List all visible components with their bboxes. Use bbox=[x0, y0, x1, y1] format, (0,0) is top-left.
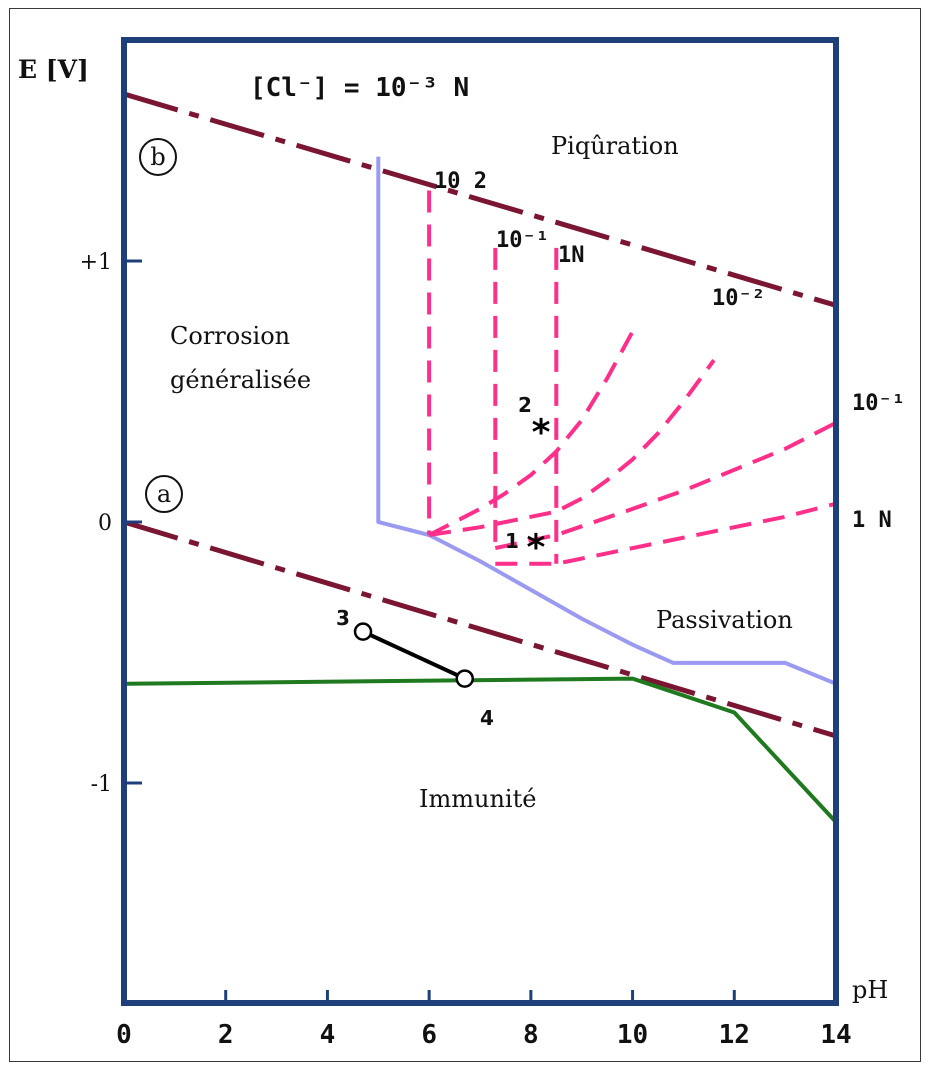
y-tick-label: +1 bbox=[80, 250, 112, 275]
x-axis-label: pH bbox=[852, 976, 888, 1004]
experiment-point-4 bbox=[455, 669, 474, 688]
x-tick-label: 6 bbox=[421, 1020, 437, 1050]
region-label-passivation: Passivation bbox=[656, 606, 793, 634]
conc-label-1n-right: 1 N bbox=[852, 508, 892, 533]
series-immunity bbox=[124, 676, 836, 824]
series-cl-1e-2-curve bbox=[428, 330, 635, 537]
line-a-marker-label: a bbox=[157, 480, 171, 508]
point-label-4: 4 bbox=[480, 706, 494, 730]
y-axis-label: E [V] bbox=[18, 55, 89, 84]
y-tick-label: -1 bbox=[91, 772, 112, 797]
line-b-marker-circle bbox=[139, 138, 177, 176]
conc-label-10-1-right: 10⁻¹ bbox=[852, 391, 905, 416]
series-line-a bbox=[124, 519, 836, 739]
series-cl-1N-curve bbox=[495, 501, 836, 566]
x-tick-label: 2 bbox=[218, 1020, 234, 1050]
series-cl-1e-1-curve-a bbox=[428, 359, 716, 537]
x-tick-label: 4 bbox=[320, 1020, 336, 1050]
x-tick-label: 10 bbox=[617, 1020, 648, 1050]
conc-label-10-1: 10⁻¹ bbox=[496, 228, 549, 253]
star-marker-p1: * bbox=[527, 527, 546, 568]
line-b-marker-label: b bbox=[150, 143, 165, 171]
point-label-3: 3 bbox=[336, 606, 350, 630]
conc-label-10-2: 10 2 bbox=[434, 169, 487, 194]
series-line-b bbox=[124, 91, 836, 308]
region-label-corrosion-2: généralisée bbox=[170, 366, 311, 394]
region-label-immunite: Immunité bbox=[419, 785, 536, 813]
conc-label-10-2-right: 10⁻² bbox=[712, 286, 765, 311]
series-cl-1e-1-curve-b bbox=[494, 421, 836, 551]
x-tick-label: 0 bbox=[116, 1020, 132, 1050]
point-label-2: 2 bbox=[518, 393, 532, 417]
star-marker-p2: * bbox=[532, 413, 551, 454]
region-label-corrosion-1: Corrosion bbox=[170, 322, 290, 350]
line-a-marker-circle bbox=[145, 475, 183, 513]
image-frame bbox=[9, 8, 921, 1062]
x-tick-label: 8 bbox=[523, 1020, 539, 1050]
experiment-segment-3-4 bbox=[362, 629, 466, 681]
x-tick-label: 12 bbox=[719, 1020, 750, 1050]
region-label-piqure: Piqûration bbox=[551, 132, 679, 160]
point-label-1: 1 bbox=[505, 529, 519, 553]
x-tick-label: 14 bbox=[820, 1020, 851, 1050]
series-cl-1e-3 bbox=[376, 156, 836, 686]
conc-label-main: [Cl⁻] = 10⁻³ N bbox=[250, 73, 469, 103]
y-tick-label: 0 bbox=[98, 511, 112, 536]
experiment-point-3 bbox=[353, 622, 373, 641]
conc-label-1n: 1N bbox=[558, 243, 585, 268]
